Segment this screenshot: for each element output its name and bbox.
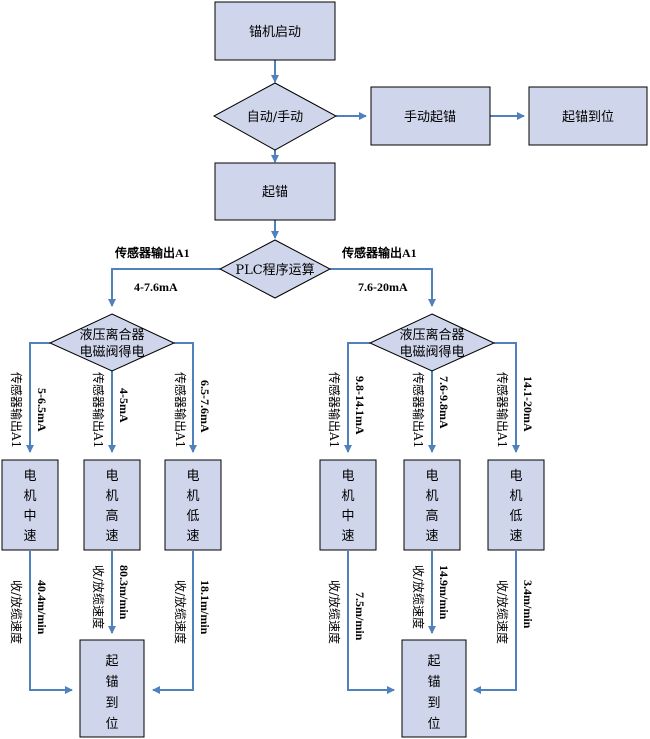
svg-text:高: 高 <box>105 508 118 524</box>
node-plc-label: PLC程序运算 <box>235 263 314 278</box>
vertical-labels-left-sensor: 传感器输出A1 5-6.5mA 传感器输出A1 4-5mA 传感器输出A1 6.… <box>9 372 212 448</box>
label-l-range3: 6.5-7.6mA <box>198 380 212 433</box>
node-done-right: 起 锚 到 位 <box>401 639 467 738</box>
svg-text:低: 低 <box>186 509 199 524</box>
label-l-speed3: 18.1m/min <box>198 580 212 635</box>
node-valve-left-line2: 电磁阀得电 <box>79 344 144 360</box>
node-start-label: 锚机启动 <box>249 25 301 40</box>
label-left-range: 4-7.6mA <box>134 280 178 294</box>
label-l-range2: 4-5mA <box>117 388 131 423</box>
label-sensor-right: 传感器输出A1 <box>341 245 417 260</box>
svg-text:速: 速 <box>509 529 522 544</box>
node-motor-high-right: 电 机 高 速 <box>403 459 461 551</box>
svg-text:起: 起 <box>427 654 440 669</box>
node-valve-left-line1: 液压离合器 <box>79 327 144 343</box>
svg-text:电: 电 <box>341 469 354 484</box>
label-r-speed3: 3.4m/min <box>521 580 535 629</box>
label-sensor-left: 传感器输出A1 <box>114 245 190 260</box>
node-manual-done-label: 起锚到位 <box>562 110 614 125</box>
svg-text:低: 低 <box>509 509 522 524</box>
node-plc-decision: PLC程序运算 <box>218 239 332 299</box>
vertical-labels-left-speed: 收/放缆速度 40.4m/min 收/放缆速度 80.3m/min 收/放缆速度… <box>9 565 212 644</box>
node-manual-done: 起锚到位 <box>528 86 648 146</box>
svg-text:速: 速 <box>425 529 438 544</box>
label-cable-r1: 收/放缆速度 <box>327 580 342 644</box>
vertical-labels-right-sensor: 传感器输出A1 9.8-14.1mA 传感器输出A1 7.6-9.8mA 传感器… <box>327 372 535 448</box>
label-cable-l3: 收/放缆速度 <box>173 580 188 644</box>
node-motor-low-right: 电 机 低 速 <box>487 459 545 551</box>
svg-text:电: 电 <box>186 469 199 484</box>
svg-text:中: 中 <box>23 509 36 524</box>
node-manual: 手动起锚 <box>370 86 491 146</box>
vertical-labels-right-speed: 收/放缆速度 7.5m/min 收/放缆速度 14.9m/min 收/放缆速度 … <box>327 565 535 644</box>
svg-text:速: 速 <box>341 529 354 544</box>
label-sensor-r1: 传感器输出A1 <box>327 372 342 448</box>
node-mode-decision: 自动/手动 <box>212 82 338 151</box>
label-r-range2: 7.6-9.8mA <box>437 376 451 429</box>
node-motor-medium-left: 电 机 中 速 <box>1 459 59 551</box>
svg-text:到: 到 <box>427 696 440 711</box>
node-valve-right-line2: 电磁阀得电 <box>399 344 464 360</box>
svg-text:起: 起 <box>105 654 118 669</box>
label-sensor-r2: 传感器输出A1 <box>411 372 426 448</box>
label-sensor-l3: 传感器输出A1 <box>173 372 188 448</box>
label-cable-r3: 收/放缆速度 <box>495 580 510 644</box>
node-mode-label: 自动/手动 <box>247 110 303 125</box>
label-r-range3: 14.1-20mA <box>521 376 535 432</box>
svg-text:电: 电 <box>509 469 522 484</box>
node-lift-label: 起锚 <box>262 185 288 200</box>
node-start: 锚机启动 <box>214 1 336 61</box>
node-valve-left: 液压离合器 电磁阀得电 <box>48 313 176 372</box>
svg-text:机: 机 <box>23 489 36 504</box>
label-l-range1: 5-6.5mA <box>35 388 49 432</box>
svg-text:电: 电 <box>105 469 118 484</box>
svg-text:机: 机 <box>509 489 522 504</box>
svg-text:到: 到 <box>105 696 118 711</box>
node-motor-low-left: 电 机 低 速 <box>164 459 222 551</box>
svg-text:高: 高 <box>425 508 438 524</box>
label-sensor-r3: 传感器输出A1 <box>495 372 510 448</box>
svg-text:速: 速 <box>186 529 199 544</box>
node-done-left: 起 锚 到 位 <box>79 639 145 738</box>
label-cable-r2: 收/放缆速度 <box>411 565 426 629</box>
svg-text:位: 位 <box>105 717 118 732</box>
svg-text:中: 中 <box>341 509 354 524</box>
node-motor-high-left: 电 机 高 速 <box>83 459 141 551</box>
svg-text:机: 机 <box>105 489 118 504</box>
label-r-speed2: 14.9m/min <box>437 565 451 620</box>
svg-text:位: 位 <box>427 717 440 732</box>
label-sensor-l2: 传感器输出A1 <box>91 372 106 448</box>
label-l-speed1: 40.4m/min <box>35 580 49 635</box>
node-valve-right: 液压离合器 电磁阀得电 <box>368 313 496 372</box>
svg-text:机: 机 <box>186 489 199 504</box>
svg-text:锚: 锚 <box>105 675 118 690</box>
svg-text:电: 电 <box>425 469 438 484</box>
node-lift: 起锚 <box>214 162 336 221</box>
svg-text:锚: 锚 <box>427 675 440 690</box>
svg-text:电: 电 <box>23 469 36 484</box>
svg-text:机: 机 <box>425 489 438 504</box>
label-cable-l1: 收/放缆速度 <box>9 580 24 644</box>
label-sensor-l1: 传感器输出A1 <box>9 372 24 448</box>
svg-text:速: 速 <box>105 529 118 544</box>
label-right-range: 7.6-20mA <box>358 280 408 294</box>
label-r-range1: 9.8-14.1mA <box>353 376 367 435</box>
svg-text:机: 机 <box>341 489 354 504</box>
node-motor-medium-right: 电 机 中 速 <box>319 459 377 551</box>
node-valve-right-line1: 液压离合器 <box>399 327 464 343</box>
label-r-speed1: 7.5m/min <box>353 592 367 641</box>
label-l-speed2: 80.3m/min <box>117 565 131 620</box>
node-manual-label: 手动起锚 <box>404 110 456 125</box>
svg-text:速: 速 <box>23 529 36 544</box>
label-cable-l2: 收/放缆速度 <box>91 565 106 629</box>
connectors <box>26 60 525 694</box>
